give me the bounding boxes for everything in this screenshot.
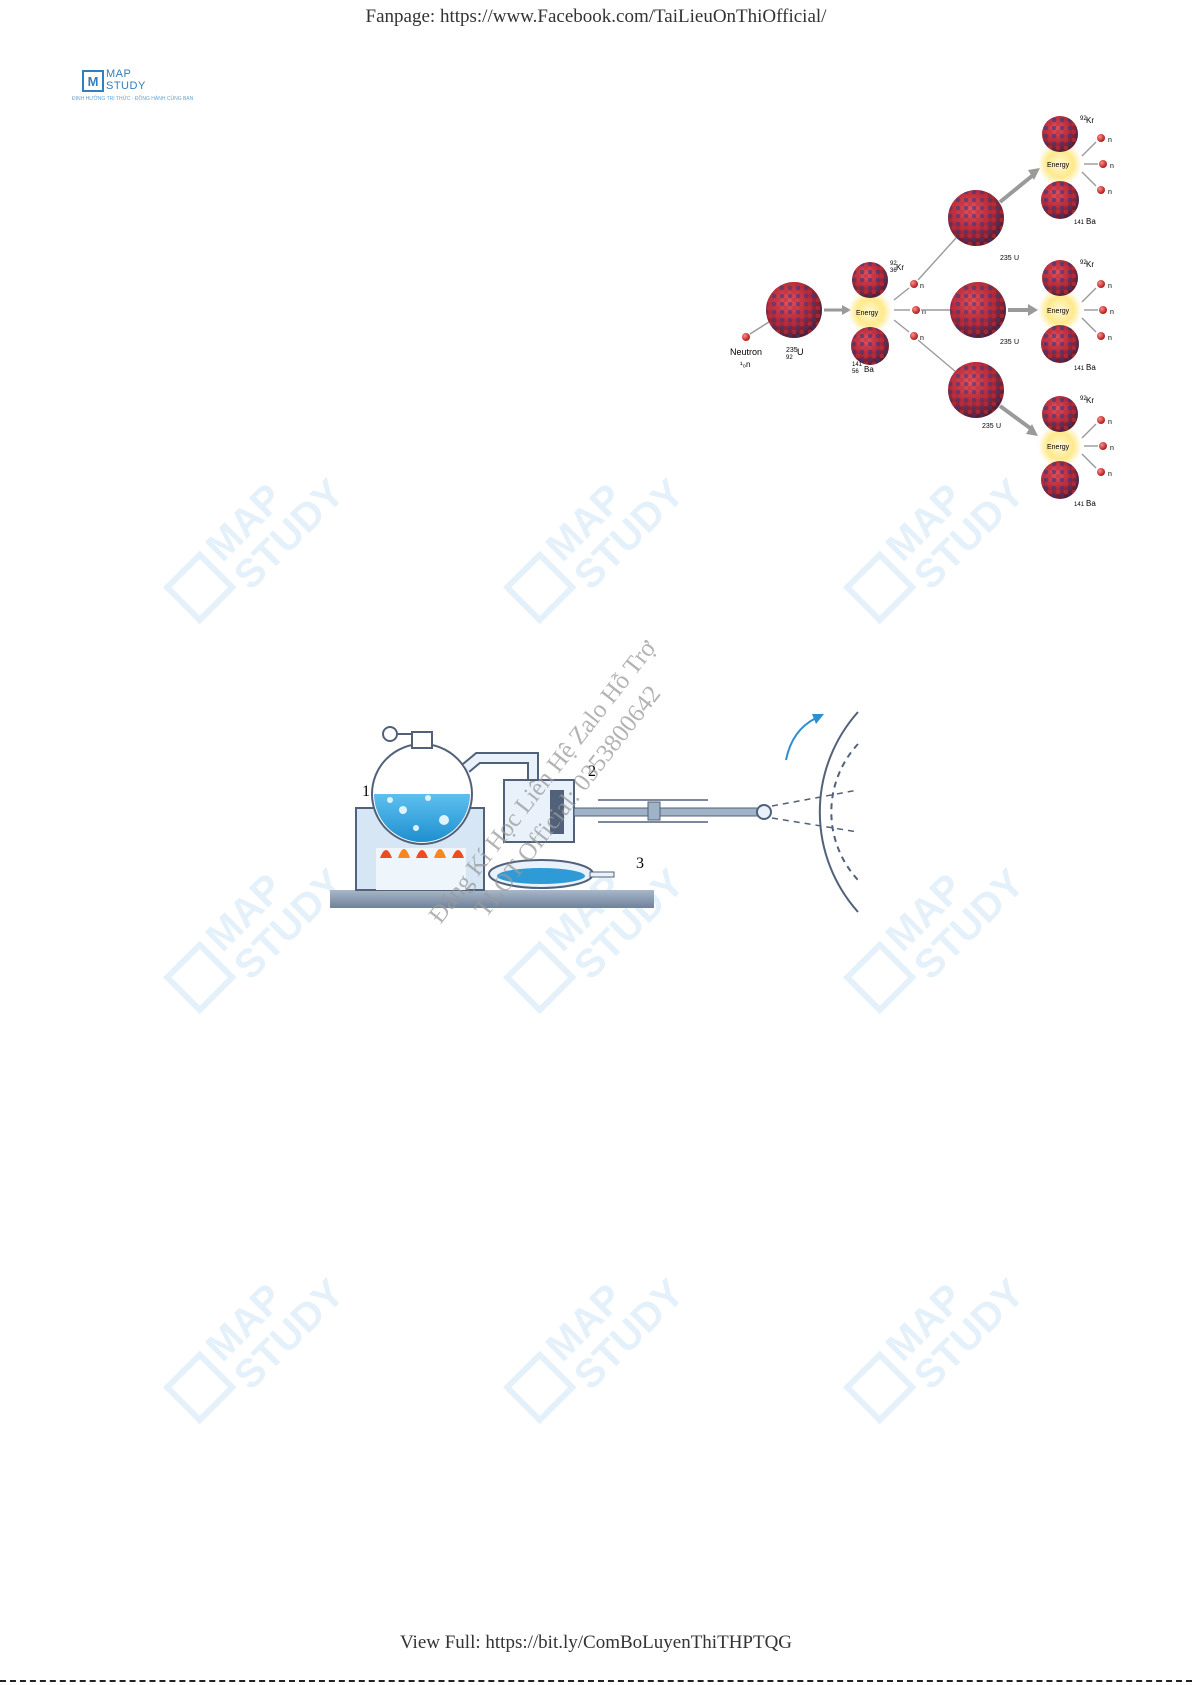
svg-text:Ba: Ba — [1086, 499, 1096, 508]
mapstudy-logo: M MAP STUDY ĐỊNH HƯỚNG TRI THỨC · ĐỒNG H… — [72, 68, 193, 108]
logo-line2: STUDY — [106, 80, 146, 92]
page-bottom-rule — [0, 1680, 1192, 1682]
svg-text:Energy: Energy — [1047, 308, 1070, 315]
svg-text:235: 235 — [1000, 255, 1012, 262]
svg-text:n: n — [1108, 419, 1112, 426]
neutron-symbol: ¹₀n — [740, 360, 750, 369]
label-3: 3 — [636, 855, 644, 872]
logo-mark: M — [82, 70, 104, 92]
u-mass-label: 235 — [786, 347, 798, 354]
fanpage-header[interactable]: Fanpage: https://www.Facebook.com/TaiLie… — [365, 6, 827, 27]
turbine-wheel — [818, 711, 859, 913]
svg-text:235: 235 — [982, 423, 994, 430]
svg-text:92: 92 — [1080, 260, 1087, 266]
label-1: 1 — [362, 783, 370, 800]
svg-text:n: n — [1108, 189, 1112, 196]
svg-text:U: U — [1014, 255, 1019, 262]
ba-symbol-label: Ba — [864, 365, 874, 374]
svg-text:U: U — [996, 423, 1001, 430]
flame-icon — [380, 849, 464, 858]
svg-text:141: 141 — [1074, 220, 1085, 226]
rotation-arrow — [785, 717, 817, 761]
u-atomic-label: 92 — [786, 355, 793, 361]
svg-text:141: 141 — [852, 362, 863, 368]
svg-text:92: 92 — [1080, 116, 1087, 122]
neutron-particle — [912, 306, 920, 314]
svg-text:n: n — [1110, 163, 1114, 170]
fission-products-bottom: Energy 92 Kr 141 Ba n n n — [1038, 396, 1114, 508]
u-symbol-label: U — [797, 347, 804, 357]
svg-text:235: 235 — [1000, 339, 1012, 346]
svg-text:Kr: Kr — [1086, 116, 1094, 125]
logo-line1: MAP — [106, 68, 132, 80]
svg-text:Kr: Kr — [1086, 396, 1094, 405]
turbine-shaft — [573, 807, 765, 817]
neutron-particle — [910, 332, 918, 340]
svg-text:U: U — [1014, 339, 1019, 346]
svg-text:56: 56 — [852, 369, 859, 375]
svg-text:92: 92 — [1080, 396, 1087, 402]
kr-symbol-label: Kr — [896, 263, 904, 272]
steam-turbine-diagram: 1 2 3 — [330, 711, 859, 913]
svg-text:n: n — [1110, 309, 1114, 316]
svg-text:n: n — [920, 335, 924, 342]
fission-products-top: Energy 92 Kr 141 Ba n n n — [1038, 116, 1114, 226]
svg-text:n: n — [920, 283, 924, 290]
svg-text:Ba: Ba — [1086, 363, 1096, 372]
energy-label: Energy — [856, 310, 879, 317]
svg-text:n: n — [1108, 471, 1112, 478]
svg-text:Energy: Energy — [1047, 444, 1070, 451]
energy-burst — [848, 290, 892, 334]
svg-text:Ba: Ba — [1086, 217, 1096, 226]
svg-text:Kr: Kr — [1086, 260, 1094, 269]
svg-text:92: 92 — [890, 261, 897, 267]
fission-chain-diagram: Neutron ¹₀n 235 92 U Energy 92 36 Kr 141… — [730, 116, 1114, 508]
svg-text:141: 141 — [1074, 366, 1085, 372]
label-2: 2 — [588, 763, 596, 780]
svg-text:141: 141 — [1074, 502, 1085, 508]
svg-text:Energy: Energy — [1047, 162, 1070, 169]
svg-text:n: n — [1108, 137, 1112, 144]
neutron-particle — [910, 280, 918, 288]
view-full-footer[interactable]: View Full: https://bit.ly/ComBoLuyenThiT… — [399, 1632, 793, 1653]
base-table — [330, 890, 654, 908]
fission-products-middle: Energy 92 Kr 141 Ba n n n — [1038, 260, 1114, 372]
neutron-label: Neutron — [730, 347, 762, 357]
neutron-particle — [742, 333, 750, 341]
svg-text:36: 36 — [890, 268, 897, 274]
svg-text:n: n — [1108, 283, 1112, 290]
logo-tagline: ĐỊNH HƯỚNG TRI THỨC · ĐỒNG HÀNH CÙNG BẠN — [72, 96, 194, 102]
svg-text:n: n — [1110, 445, 1114, 452]
svg-text:n: n — [1108, 335, 1112, 342]
svg-text:n: n — [922, 309, 926, 316]
neutron-path — [749, 319, 773, 335]
